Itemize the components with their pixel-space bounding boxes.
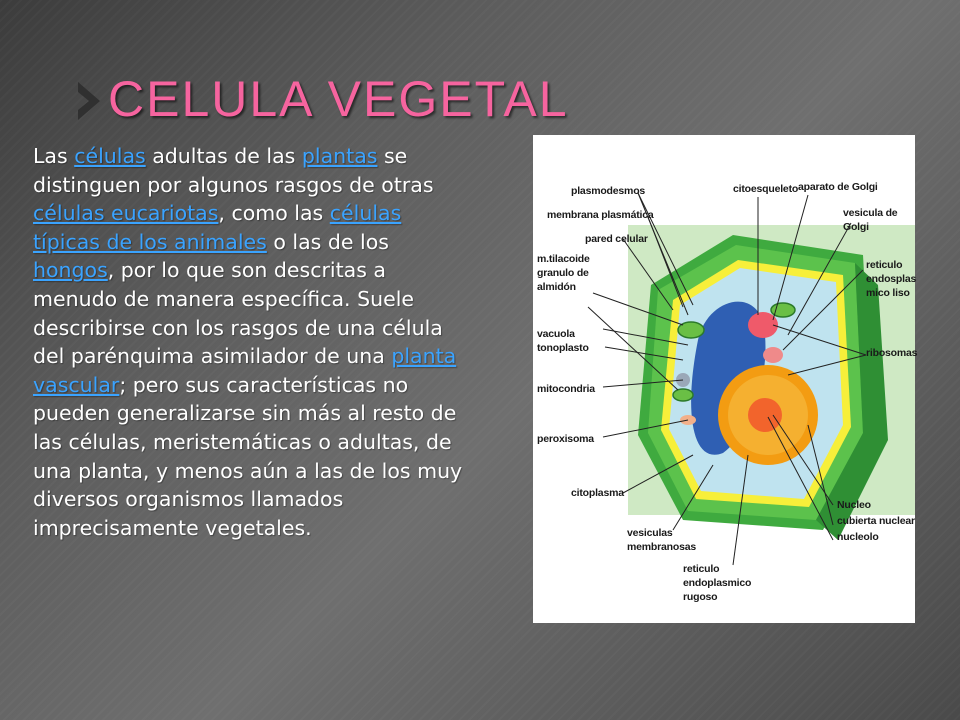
label-reticulo-liso-2: endosplas	[866, 273, 917, 285]
label-reticulo-liso-1: reticulo	[866, 259, 903, 271]
label-reticulo-rugoso-2: endoplasmico	[683, 577, 752, 589]
label-aparato-golgi: aparato de Golgi	[798, 181, 878, 193]
slide-body-text: Las células adultas de las plantas se di…	[33, 142, 473, 542]
paragraph-text: se distinguen por algunos rasgos de otra…	[33, 144, 434, 197]
inline-link[interactable]: plantas	[301, 144, 378, 168]
label-citoesqueleto: citoesqueleto	[733, 183, 799, 195]
paragraph-text: Las	[33, 144, 75, 168]
label-membranosas: membranosas	[627, 541, 696, 553]
label-vesicula-golgi-1: vesicula de	[843, 207, 898, 219]
label-ribosomas: ribosomas	[866, 347, 918, 359]
label-citoplasma: citoplasma	[571, 487, 624, 499]
label-granulo: granulo de	[537, 267, 589, 279]
label-cubierta-nuclear: cubierta nuclear	[837, 515, 915, 527]
plant-cell-diagram: plasmodesmos membrana plasmática pared c…	[533, 135, 918, 623]
chevron-bullet-icon	[78, 82, 100, 120]
paragraph-text: , por lo que son descritas a menudo de m…	[33, 258, 443, 369]
label-membrana-plasmatica: membrana plasmática	[547, 209, 654, 221]
label-reticulo-liso-3: mico liso	[866, 287, 910, 299]
label-plasmodesmos: plasmodesmos	[571, 185, 646, 197]
inline-link[interactable]: hongos	[33, 258, 108, 283]
label-mitocondria: mitocondria	[537, 383, 595, 395]
label-reticulo-rugoso-1: reticulo	[683, 563, 720, 575]
paragraph-text: , como las	[218, 201, 330, 226]
label-vacuola: vacuola	[537, 328, 575, 340]
inline-link[interactable]: células típicas de los animales	[33, 201, 402, 254]
label-tilacoide: m.tilacoide	[537, 253, 590, 265]
label-peroxisoma: peroxisoma	[537, 433, 594, 445]
label-nucleo: Nucleo	[837, 499, 871, 511]
label-vesicula-golgi-2: Golgi	[843, 221, 869, 233]
label-tonoplasto: tonoplasto	[537, 342, 589, 354]
label-vesiculas: vesiculas	[627, 527, 673, 539]
label-nucleolo: nucleolo	[837, 531, 879, 543]
inline-link[interactable]: planta vascular	[33, 344, 457, 397]
inline-link[interactable]: células eucariotas	[33, 201, 219, 226]
label-pared-celular: pared celular	[585, 233, 648, 245]
inline-link[interactable]: células	[74, 144, 146, 168]
label-almidon: almidón	[537, 281, 576, 293]
paragraph-text: adultas de las	[145, 144, 302, 168]
paragraph-text: o las de los	[266, 229, 389, 254]
slide-title: CELULA VEGETAL	[108, 71, 569, 127]
paragraph-text: ; pero sus características no pueden gen…	[33, 372, 463, 540]
label-reticulo-rugoso-3: rugoso	[683, 591, 718, 603]
plant-cell-illustration	[587, 192, 915, 566]
